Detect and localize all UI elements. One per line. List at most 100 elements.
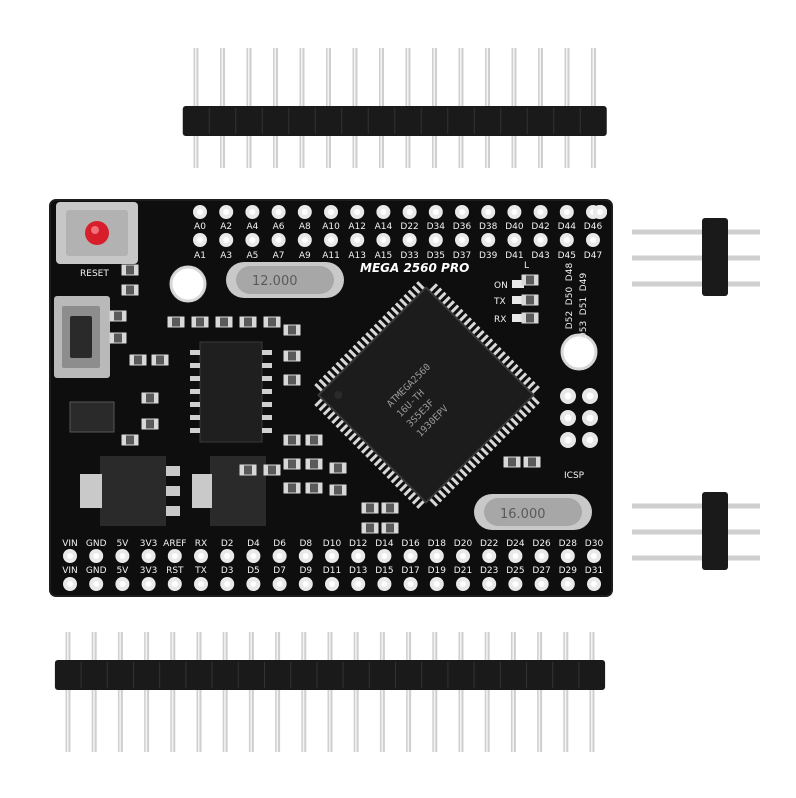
pin-label-bottom-b: D21: [454, 566, 472, 576]
header-body: [702, 218, 728, 296]
header-pin: [632, 281, 760, 287]
pin-label-top-b: A3: [220, 251, 232, 261]
pin-label-top-a: A0: [194, 222, 206, 232]
pin-header-right-upper: [632, 218, 760, 296]
pin-label-top-b: A15: [375, 251, 393, 261]
voltage-regulator-right: [192, 456, 266, 526]
pin-label-top-b: A5: [246, 251, 258, 261]
pin-label-bottom-a: D10: [323, 539, 342, 549]
pin-label-top-a: A12: [348, 222, 366, 232]
pin-label-top-a: D42: [531, 222, 549, 232]
header-pin: [632, 229, 760, 235]
header-body: [702, 492, 728, 570]
pin-label-top-a: D38: [479, 222, 498, 232]
pin-label-bottom-b: D5: [247, 566, 260, 576]
pin-label-top-b: D41: [505, 251, 523, 261]
pin-label-bottom-b: D7: [273, 566, 286, 576]
pin-label-top-b: A7: [273, 251, 285, 261]
pin-label-bottom-a: GND: [86, 539, 107, 549]
pin-label-bottom-b: D31: [585, 566, 603, 576]
pin-label-top-a: A10: [322, 222, 340, 232]
pin-label-bottom-b: D11: [323, 566, 341, 576]
pin-header-top: [182, 48, 607, 168]
pin-label-bottom-a: D12: [349, 539, 367, 549]
pin-label-bottom-b: 5V: [116, 566, 129, 576]
pin-label-top-b: D47: [584, 251, 602, 261]
pin-label-bottom-b: VIN: [62, 566, 78, 576]
pin-label-bottom-b: 3V3: [140, 566, 158, 576]
pin-label-bottom-b: D15: [375, 566, 393, 576]
pin-label-bottom-a: D28: [559, 539, 578, 549]
header-pin: [632, 503, 760, 509]
pin-label-top-b: D45: [558, 251, 576, 261]
pin-label-top-b: D37: [453, 251, 471, 261]
pin-label-bottom-a: AREF: [163, 539, 186, 549]
atmega2560-chip: ATMEGA2560 16U-TH 3S5E3F 1930EPV: [314, 281, 540, 509]
pin-label-top-a: D36: [453, 222, 472, 232]
micro-usb-connector: [54, 296, 110, 378]
pin-label-right: D53: [579, 321, 589, 339]
pin-label-bottom-b: RST: [166, 566, 184, 576]
led-label-rx: RX: [494, 315, 506, 325]
pin-label-top-a: A14: [375, 222, 393, 232]
pin-label-top-b: D35: [427, 251, 445, 261]
pin-label-top-a: D34: [427, 222, 446, 232]
mounting-hole-left: [169, 265, 207, 303]
board-title: MEGA 2560 PRO: [360, 261, 469, 275]
pin-label-bottom-a: RX: [195, 539, 207, 549]
pin-header-bottom: [54, 632, 606, 752]
pin-label-top-a: A8: [299, 222, 311, 232]
pin-label-right: D52: [565, 311, 575, 329]
crystal-left-label: 12.000: [252, 274, 298, 289]
pin-label-bottom-a: D24: [506, 539, 525, 549]
pin-label-bottom-a: D20: [454, 539, 473, 549]
pin-label-bottom-b: D23: [480, 566, 498, 576]
pin-label-bottom-a: VIN: [62, 539, 78, 549]
pin-header-right-lower: [632, 492, 760, 570]
pin-label-top-a: D44: [558, 222, 577, 232]
pin-label-top-a: A2: [220, 222, 232, 232]
pin-label-bottom-b: D29: [559, 566, 578, 576]
pin-label-bottom-a: D2: [221, 539, 234, 549]
pin-label-bottom-a: D6: [273, 539, 286, 549]
voltage-regulator-left: [80, 456, 180, 526]
pin-label-bottom-b: D19: [428, 566, 447, 576]
pin-label-bottom-a: 5V: [116, 539, 129, 549]
pin-label-top-b: A13: [348, 251, 366, 261]
pin-label-bottom-b: D13: [349, 566, 367, 576]
header-pin: [632, 255, 760, 261]
pin-label-bottom-b: D17: [401, 566, 419, 576]
pin-label-top-a: D40: [505, 222, 524, 232]
pin-label-bottom-b: D3: [221, 566, 234, 576]
status-leds: [512, 280, 524, 322]
usb-serial-chip: [190, 341, 272, 443]
crystal-left: 12.000: [226, 262, 344, 298]
pin-label-top-b: D43: [531, 251, 549, 261]
header-pin: [632, 529, 760, 535]
pin-label-bottom-b: TX: [194, 566, 207, 576]
reset-button: [56, 202, 138, 264]
pin-label-top-a: A6: [273, 222, 285, 232]
pin-label-top-a: D22: [400, 222, 418, 232]
pcb-board: RESET: [49, 199, 613, 597]
pin-label-right: D50: [565, 287, 575, 306]
pin-label-top-b: D39: [479, 251, 498, 261]
led-label-tx: TX: [493, 297, 506, 307]
header-pin: [632, 555, 760, 561]
icsp-header: [560, 388, 598, 448]
pin-label-bottom-b: D9: [299, 566, 312, 576]
pin-label-right: D49: [579, 273, 589, 292]
pin-label-right: D48: [565, 263, 575, 282]
pin-label-bottom-b: GND: [86, 566, 107, 576]
pin-label-bottom-a: D14: [375, 539, 394, 549]
pin-label-top-a: A4: [246, 222, 258, 232]
pin-label-top-b: A1: [194, 251, 206, 261]
pin-label-bottom-b: D27: [532, 566, 550, 576]
pin-label-bottom-a: D22: [480, 539, 498, 549]
pin-label-top-b: A11: [322, 251, 340, 261]
pin-label-bottom-a: D4: [247, 539, 260, 549]
pin-label-top-a: D46: [584, 222, 603, 232]
pin-label-bottom-a: D18: [428, 539, 447, 549]
pin-label-bottom-a: D16: [401, 539, 420, 549]
pin-label-bottom-a: D26: [532, 539, 551, 549]
